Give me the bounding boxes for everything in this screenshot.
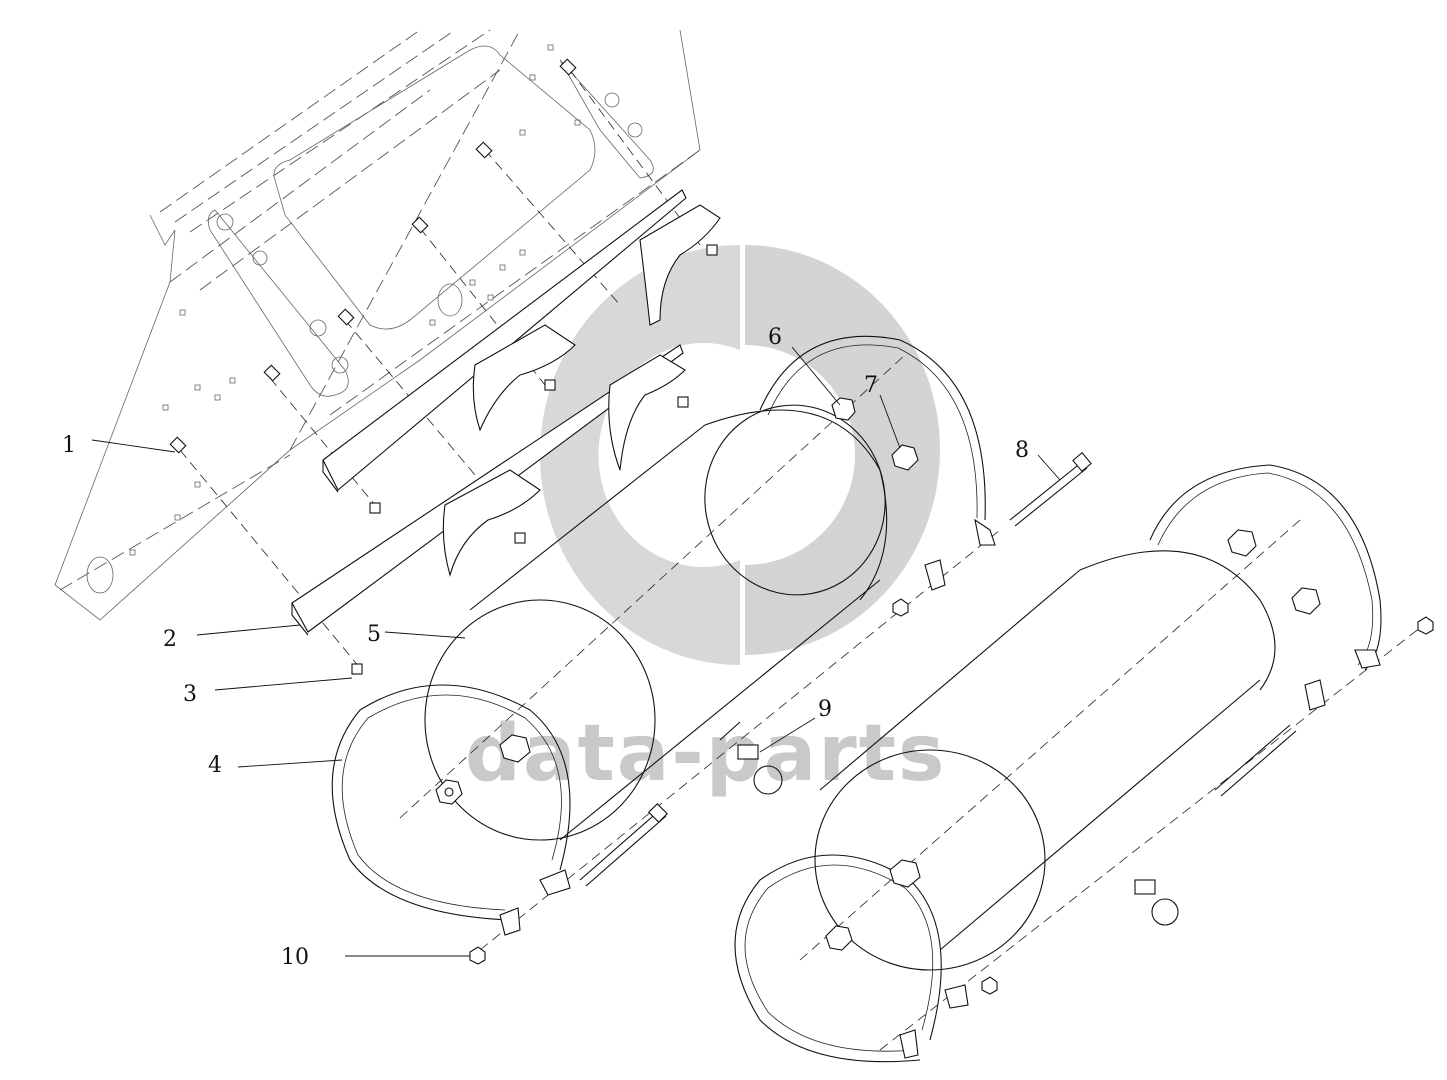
callout-6: 6 xyxy=(768,325,782,350)
callout-10: 10 xyxy=(281,945,309,970)
chassis-frame xyxy=(54,29,701,621)
watermark: data-parts xyxy=(465,245,946,799)
callout-leaders xyxy=(91,346,1061,957)
fasteners xyxy=(169,58,1434,995)
callout-7: 7 xyxy=(864,373,878,398)
watermark-text: data-parts xyxy=(465,709,946,799)
tie-bolt-8 xyxy=(1009,452,1092,527)
dp-logo-icon xyxy=(540,245,940,665)
callout-3: 3 xyxy=(183,682,197,707)
callout-4: 4 xyxy=(208,753,222,778)
tank-brackets xyxy=(442,204,721,578)
callout-8: 8 xyxy=(1015,438,1029,463)
air-tank-lower xyxy=(734,464,1382,1063)
air-tank-upper xyxy=(331,335,996,936)
callout-1: 1 xyxy=(62,433,76,458)
callout-5: 5 xyxy=(367,622,381,647)
callout-labels: 1 2 3 4 5 6 7 8 9 10 xyxy=(62,325,1029,970)
callout-9: 9 xyxy=(818,697,832,722)
callout-2: 2 xyxy=(163,627,177,652)
